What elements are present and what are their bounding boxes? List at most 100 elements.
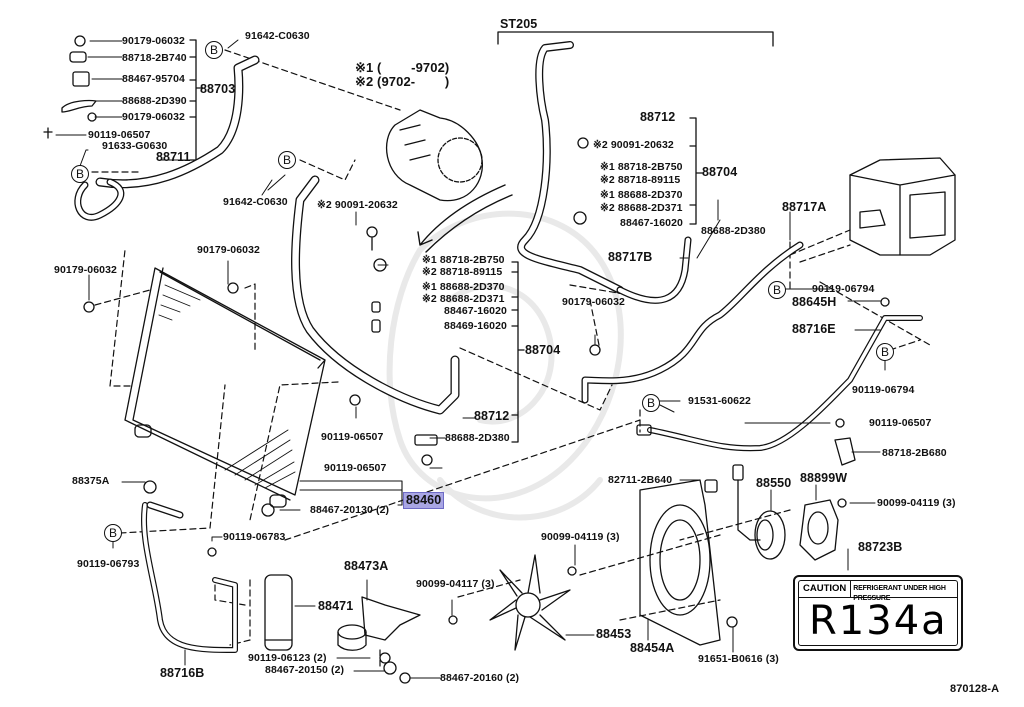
part-label[interactable]: 88716E [792, 322, 836, 336]
part-label[interactable]: ※1 88688-2D370 [600, 189, 683, 201]
caution-label: CAUTION REFRIGERANT UNDER HIGH PRESSURE … [793, 575, 963, 651]
part-label[interactable]: 88467-16020 [444, 305, 507, 317]
part-label[interactable]: 90119-06507 [324, 462, 387, 474]
part-label[interactable]: 90119-06783 [223, 531, 286, 543]
part-label[interactable]: 88704 [702, 165, 738, 179]
part-label[interactable]: 90099-04117 (3) [416, 578, 495, 590]
compressor [385, 109, 483, 202]
part-label[interactable]: 88467-16020 [620, 217, 683, 229]
part-label[interactable]: 90179-06032 [562, 296, 625, 308]
part-label[interactable]: 91531-60622 [688, 395, 751, 407]
part-label[interactable]: ※2 88688-2D371 [422, 293, 505, 305]
caution-word: CAUTION [799, 581, 852, 597]
model-bracket [497, 31, 774, 47]
condenser [124, 267, 326, 508]
part-label[interactable]: ※1 88718-2B750 [422, 254, 505, 266]
part-label[interactable]: 90179-06032 [122, 111, 185, 123]
callout-b-4: B [768, 281, 786, 299]
fan-shroud [639, 479, 721, 646]
part-label[interactable]: 88645H [792, 295, 837, 309]
part-label[interactable]: 90119-06794 [812, 283, 875, 295]
part-label[interactable]: 91642-C0630 [223, 196, 288, 208]
part-label[interactable]: ※2 88718-89115 [422, 266, 503, 278]
note-2: ※2 (9702- ) [355, 74, 450, 89]
part-label[interactable]: 91642-C0630 [245, 30, 310, 42]
part-label[interactable]: ※2 90091-20632 [593, 139, 674, 151]
caution-text: REFRIGERANT UNDER HIGH PRESSURE [853, 585, 946, 602]
part-label[interactable]: 88469-16020 [444, 320, 507, 332]
fan-motor [732, 464, 786, 560]
watermark-emblem [386, 210, 624, 521]
part-label[interactable]: 90119-06507 [321, 431, 384, 443]
part-label[interactable]: 88716B [160, 666, 205, 680]
part-label[interactable]: 88717B [608, 250, 653, 264]
part-label[interactable]: 82711-2B640 [608, 474, 673, 486]
part-label[interactable]: 88473A [344, 559, 389, 573]
receiver-bracket [337, 596, 421, 651]
note-1: ※1 ( -9702) [355, 60, 450, 75]
part-label[interactable]: ※1 88718-2B750 [600, 161, 683, 173]
callout-b-5: B [876, 343, 894, 361]
part-label[interactable]: 90179-06032 [197, 244, 260, 256]
part-label[interactable]: 88712 [474, 409, 510, 423]
part-label[interactable]: 90119-06507 [88, 129, 151, 141]
part-label[interactable]: 88704 [525, 343, 561, 357]
part-label-highlighted-88460[interactable]: 88460 [403, 492, 445, 509]
receiver-dryer [264, 574, 293, 651]
part-label[interactable]: 91651-B0616 (3) [698, 653, 779, 665]
part-label[interactable]: 88688-2D380 [701, 225, 766, 237]
part-label[interactable]: 88467-20130 (2) [310, 504, 390, 516]
model-label: ST205 [500, 17, 538, 31]
part-label[interactable]: 88703 [200, 82, 236, 96]
part-label[interactable]: 88718-2B740 [122, 52, 187, 64]
part-label[interactable]: 88467-20160 (2) [440, 672, 520, 684]
refrigerant-type: R134a [809, 598, 948, 644]
part-label[interactable]: 88467-20150 (2) [265, 664, 345, 676]
part-label[interactable]: 88550 [756, 476, 792, 490]
bracket-88704-top [689, 117, 703, 225]
part-label[interactable]: 91633-G0630 [102, 140, 168, 152]
part-label[interactable]: ※2 88688-2D371 [600, 202, 683, 214]
fan-blade [489, 554, 571, 651]
part-label[interactable]: 88688-2D380 [445, 432, 510, 444]
part-label[interactable]: ※1 88688-2D370 [422, 281, 505, 293]
part-label[interactable]: 88454A [630, 641, 675, 655]
part-label[interactable]: 88711 [156, 150, 191, 164]
part-label[interactable]: 88899W [800, 471, 848, 485]
part-label[interactable]: ※2 90091-20632 [317, 199, 398, 211]
part-label[interactable]: 90119-06793 [77, 558, 140, 570]
callout-b-3: B [278, 151, 296, 169]
part-label[interactable]: ※2 88718-89115 [600, 174, 681, 186]
callout-b-6: B [642, 394, 660, 412]
callout-b-1: B [205, 41, 223, 59]
part-label[interactable]: 90119-06507 [869, 417, 932, 429]
caution-label-part-number[interactable]: 88723B [858, 540, 903, 554]
leaders-left [55, 39, 273, 196]
part-label[interactable]: 90119-06123 (2) [248, 652, 327, 664]
part-label[interactable]: 88688-2D390 [122, 95, 187, 107]
diagram-reference-code: 870128-A [950, 683, 1000, 695]
part-label[interactable]: 88712 [640, 110, 676, 124]
direction-arrow [417, 184, 513, 253]
part-label[interactable]: 90099-04119 (3) [877, 497, 956, 509]
caution-header: CAUTION REFRIGERANT UNDER HIGH PRESSURE [799, 581, 957, 602]
motor-plate [799, 499, 839, 561]
pipe-88716b [141, 502, 238, 653]
bracket-88703 [189, 39, 203, 161]
part-label[interactable]: 88718-2B680 [882, 447, 947, 459]
part-label[interactable]: 90119-06794 [852, 384, 915, 396]
part-label[interactable]: 88717A [782, 200, 827, 214]
leader-88460 [299, 480, 403, 506]
part-label[interactable]: 90099-04119 (3) [541, 531, 620, 543]
part-label[interactable]: 88375A [72, 475, 110, 487]
part-label[interactable]: 90179-06032 [122, 35, 185, 47]
part-label[interactable]: 88471 [318, 599, 354, 613]
callout-b-2: B [71, 165, 89, 183]
bracket-88704-mid [511, 261, 525, 443]
hoses [74, 41, 923, 653]
part-label[interactable]: 88467-95704 [122, 73, 185, 85]
fasteners [43, 35, 890, 684]
part-label[interactable]: 88453 [596, 627, 632, 641]
part-label[interactable]: 90179-06032 [54, 264, 117, 276]
